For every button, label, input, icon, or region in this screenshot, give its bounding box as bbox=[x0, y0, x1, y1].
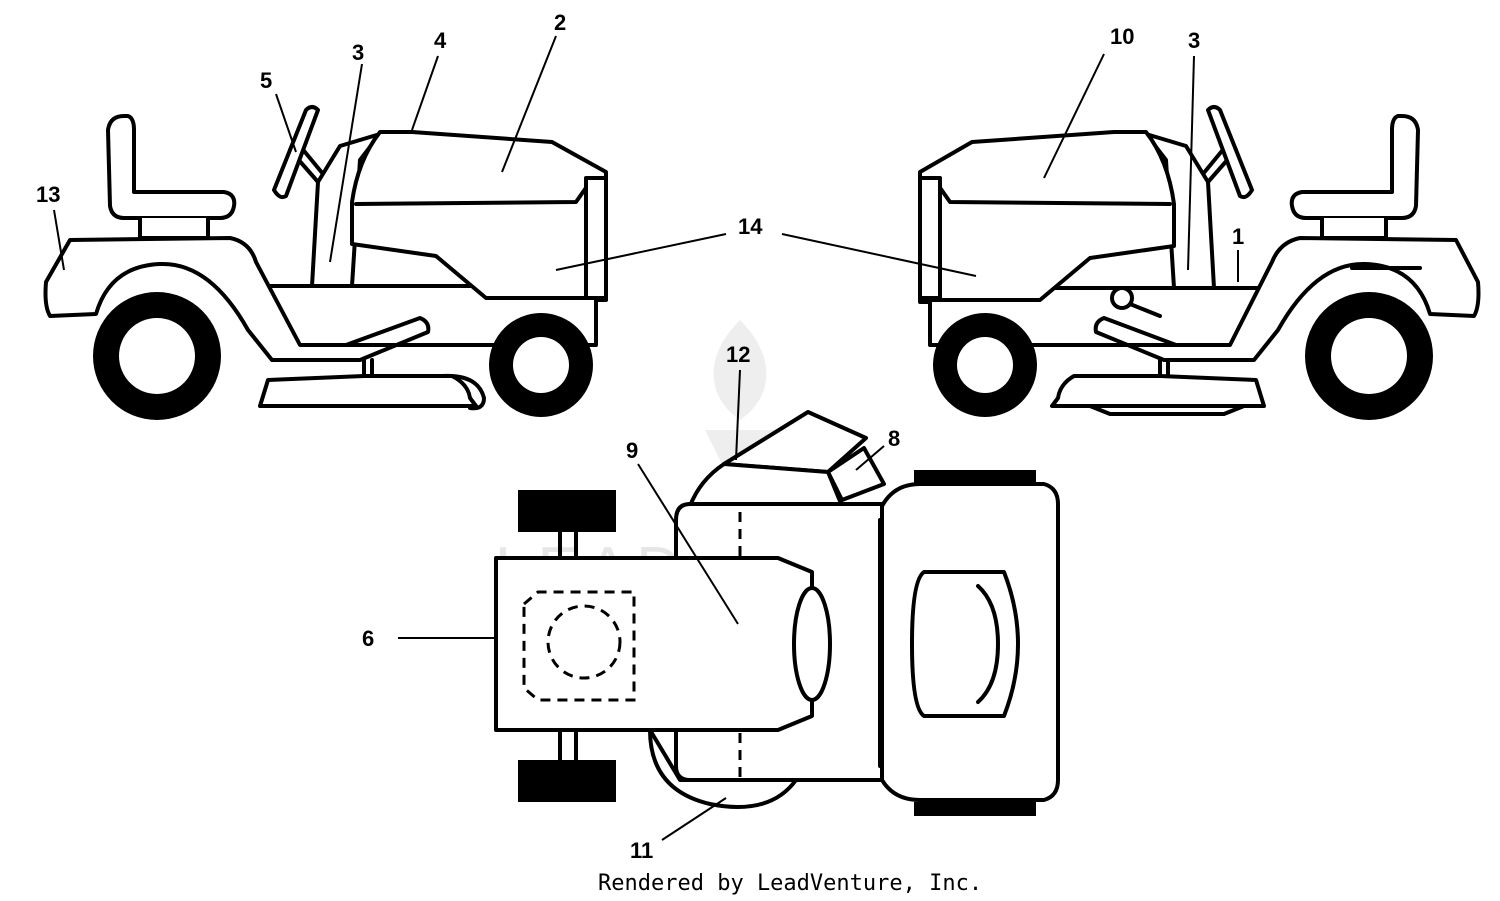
rear-body bbox=[494, 556, 814, 732]
fuel-cap-dashed bbox=[546, 604, 622, 680]
callout-3-left: 3 bbox=[352, 40, 364, 65]
grille-inner bbox=[976, 584, 1000, 704]
rear-right-tire bbox=[518, 760, 616, 802]
seat bbox=[1289, 114, 1420, 220]
callout-8: 8 bbox=[888, 426, 900, 451]
front-wheel-hub bbox=[957, 337, 1013, 393]
lift-lever bbox=[1128, 302, 1162, 318]
tractor-right-side-view bbox=[918, 105, 1481, 420]
callout-14: 14 bbox=[738, 214, 763, 239]
deck-chute bbox=[440, 373, 486, 411]
leader-14-left bbox=[555, 233, 727, 271]
callout-1: 1 bbox=[1232, 224, 1244, 249]
front-wheel-hub bbox=[513, 337, 569, 393]
callout-4: 4 bbox=[434, 28, 447, 53]
callout-13: 13 bbox=[36, 182, 60, 207]
dash-panel bbox=[1144, 132, 1216, 290]
leader-3-left bbox=[329, 63, 363, 263]
render-credit: Rendered by LeadVenture, Inc. bbox=[598, 871, 982, 896]
callout-12: 12 bbox=[726, 342, 750, 367]
rear-fender bbox=[1093, 236, 1481, 362]
leader-8 bbox=[855, 445, 885, 471]
seat-post bbox=[1320, 216, 1388, 240]
leader-13 bbox=[53, 209, 65, 271]
callout-9: 9 bbox=[626, 438, 638, 463]
mower-deck bbox=[258, 374, 478, 408]
leader-9 bbox=[637, 463, 739, 625]
leader-5 bbox=[275, 93, 297, 153]
mower-deck-bottom bbox=[648, 728, 798, 809]
dash-panel bbox=[310, 132, 382, 288]
callout-10: 10 bbox=[1110, 24, 1134, 49]
leader-14-right bbox=[781, 233, 977, 277]
seat bbox=[106, 114, 237, 220]
hood bbox=[918, 130, 1176, 302]
callout-6: 6 bbox=[362, 626, 374, 651]
steering-wheel bbox=[272, 105, 320, 200]
deck-hanger bbox=[1158, 358, 1170, 378]
seat-post bbox=[138, 216, 210, 240]
leader-11 bbox=[661, 797, 727, 841]
mower-deck bbox=[1050, 374, 1266, 408]
fuel-area-dashed bbox=[522, 590, 636, 702]
rear-left-tire bbox=[518, 490, 616, 532]
front-right-tire bbox=[914, 802, 1036, 816]
deck-skirt bbox=[1088, 404, 1246, 416]
leader-12 bbox=[735, 369, 741, 461]
headlight bbox=[918, 176, 942, 300]
callout-3-right: 3 bbox=[1188, 28, 1200, 53]
leader-4 bbox=[411, 55, 439, 131]
leader-3-right bbox=[1187, 55, 1195, 271]
callout-5: 5 bbox=[260, 68, 272, 93]
callouts: 13 5 3 4 2 14 10 3 1 12 8 9 6 11 bbox=[36, 10, 1244, 863]
rear-wheel-hub bbox=[119, 318, 195, 394]
leader-2 bbox=[501, 35, 557, 173]
front-left-tire bbox=[914, 470, 1036, 484]
deck-hanger bbox=[362, 358, 374, 378]
rear-fender bbox=[43, 236, 431, 362]
grille-top bbox=[910, 570, 1020, 718]
tractor-top-view bbox=[494, 410, 1060, 816]
steering-wheel-top bbox=[792, 586, 832, 702]
steering-wheel bbox=[1206, 105, 1254, 200]
tractor-left-side-view bbox=[43, 105, 608, 420]
callout-11: 11 bbox=[630, 838, 653, 863]
lift-lever-knob bbox=[1110, 286, 1134, 310]
rear-axle bbox=[558, 530, 578, 762]
rear-wheel-hub bbox=[1331, 318, 1407, 394]
headlight bbox=[584, 176, 608, 300]
callout-2: 2 bbox=[554, 10, 566, 35]
mower-deck-top bbox=[688, 462, 844, 508]
leader-lines bbox=[53, 35, 1239, 841]
hood bbox=[350, 130, 608, 300]
leader-10 bbox=[1043, 53, 1105, 179]
